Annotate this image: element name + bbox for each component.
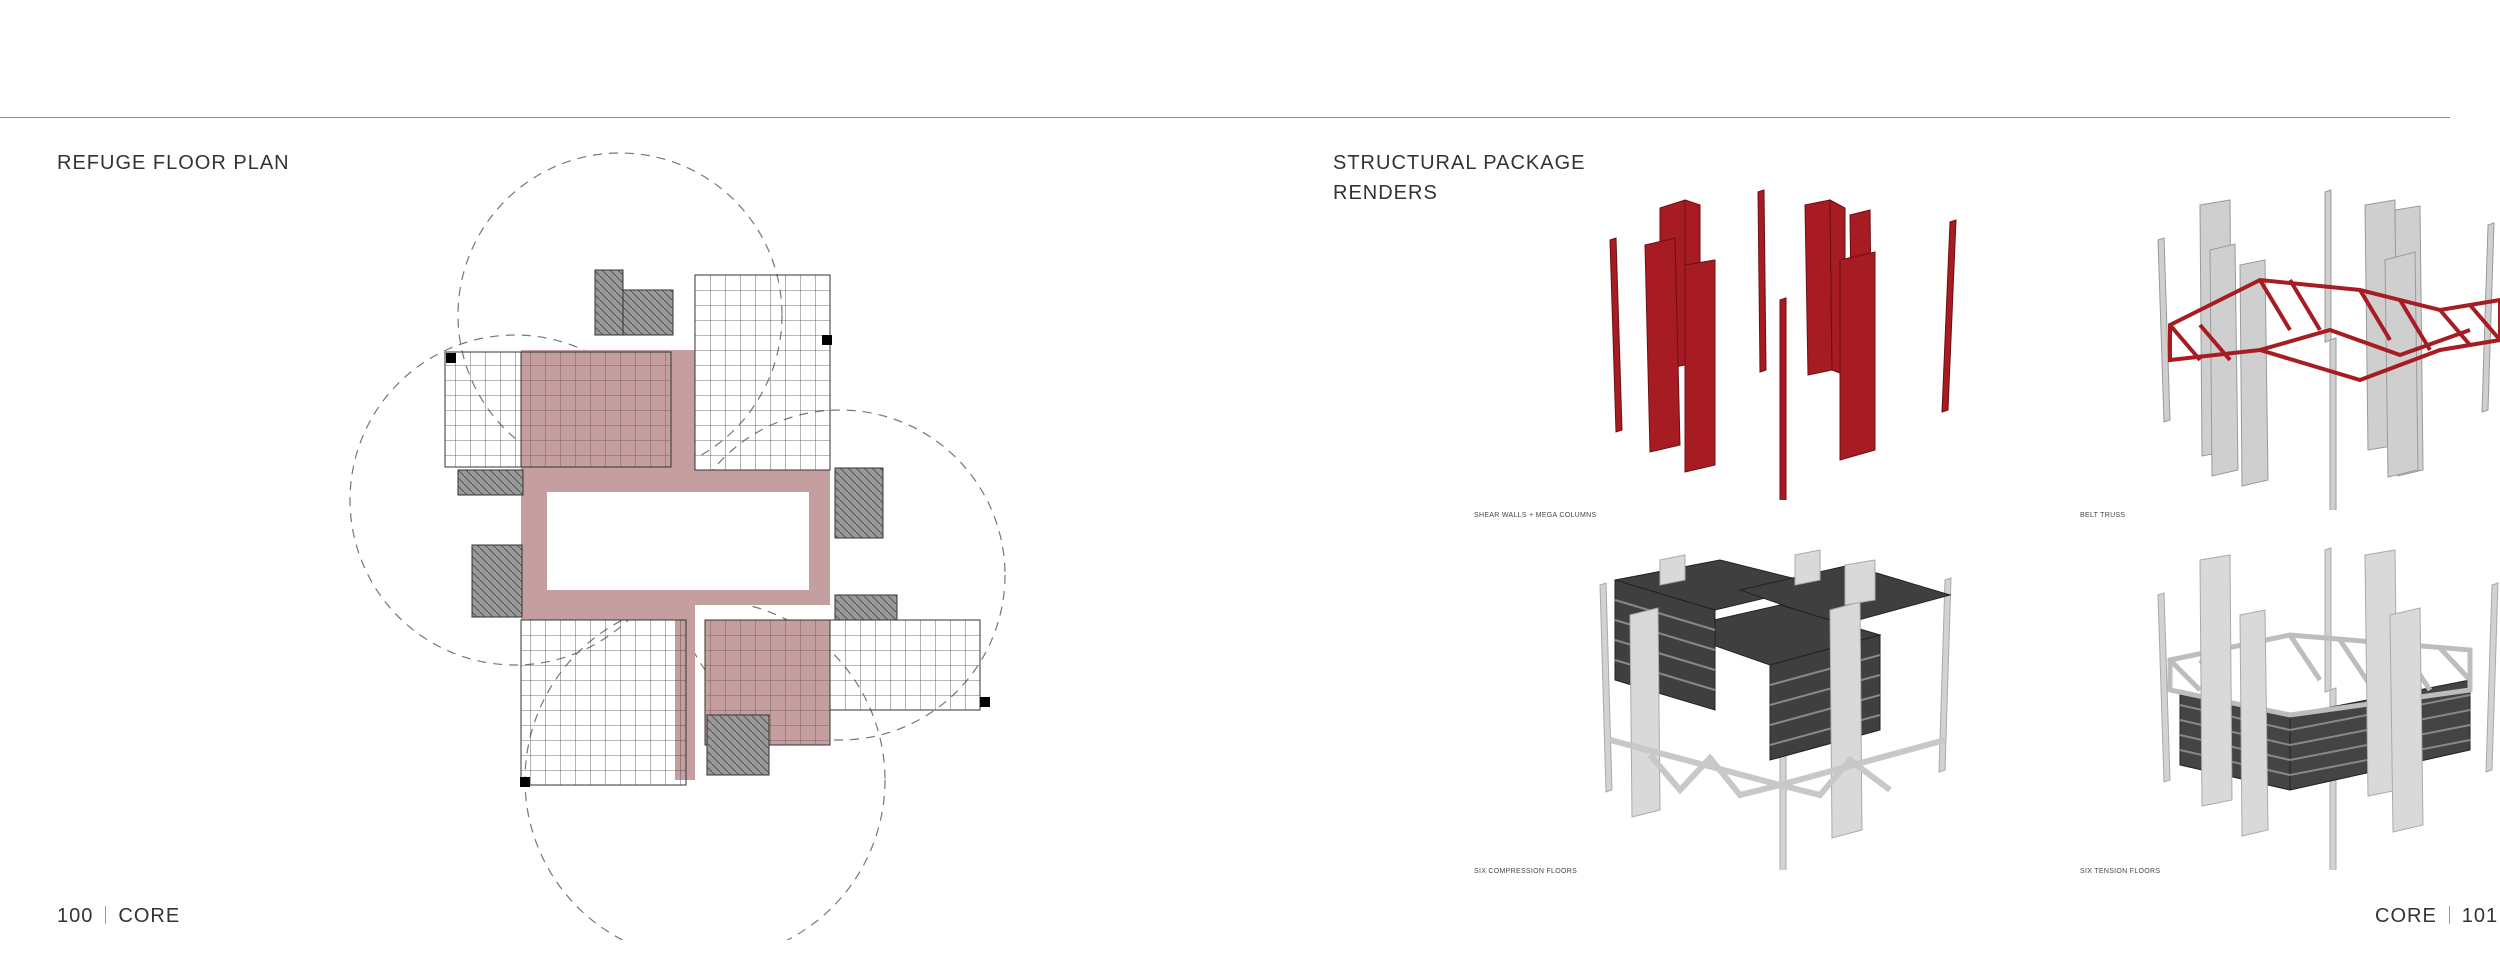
section-label-right: CORE [2375, 905, 2437, 927]
header-rule [0, 117, 2450, 118]
render-tension-floors [2157, 547, 2499, 870]
render-caption-4: SIX TENSION FLOORS [2080, 868, 2161, 875]
page-title-left: REFUGE FLOOR PLAN [57, 152, 290, 174]
render-caption-1: SHEAR WALLS + MEGA COLUMNS [1474, 512, 1597, 519]
page-title-right: STRUCTURAL PACKAGE RENDERS [1333, 148, 1585, 208]
render-caption-2: BELT TRUSS [2080, 512, 2126, 519]
render-compression-floors [1599, 549, 1952, 870]
render-belt-truss [2157, 189, 2500, 510]
page-number-right: 101 [2461, 905, 2499, 927]
render-caption-3: SIX COMPRESSION FLOORS [1474, 868, 1578, 875]
refuge-floor-plan [349, 152, 1006, 940]
page-title-right-line2: RENDERS [1333, 182, 1438, 204]
page-folio-left: 100 CORE [57, 905, 180, 928]
folio-divider [105, 906, 107, 924]
page-folio-right: CORE 101 [2375, 905, 2498, 928]
section-label-left: CORE [118, 905, 181, 927]
render-shear-walls [1609, 189, 1957, 500]
page-number-left: 100 [57, 905, 94, 927]
page-title-right-line1: STRUCTURAL PACKAGE [1333, 152, 1586, 174]
folio-divider [2448, 906, 2450, 924]
